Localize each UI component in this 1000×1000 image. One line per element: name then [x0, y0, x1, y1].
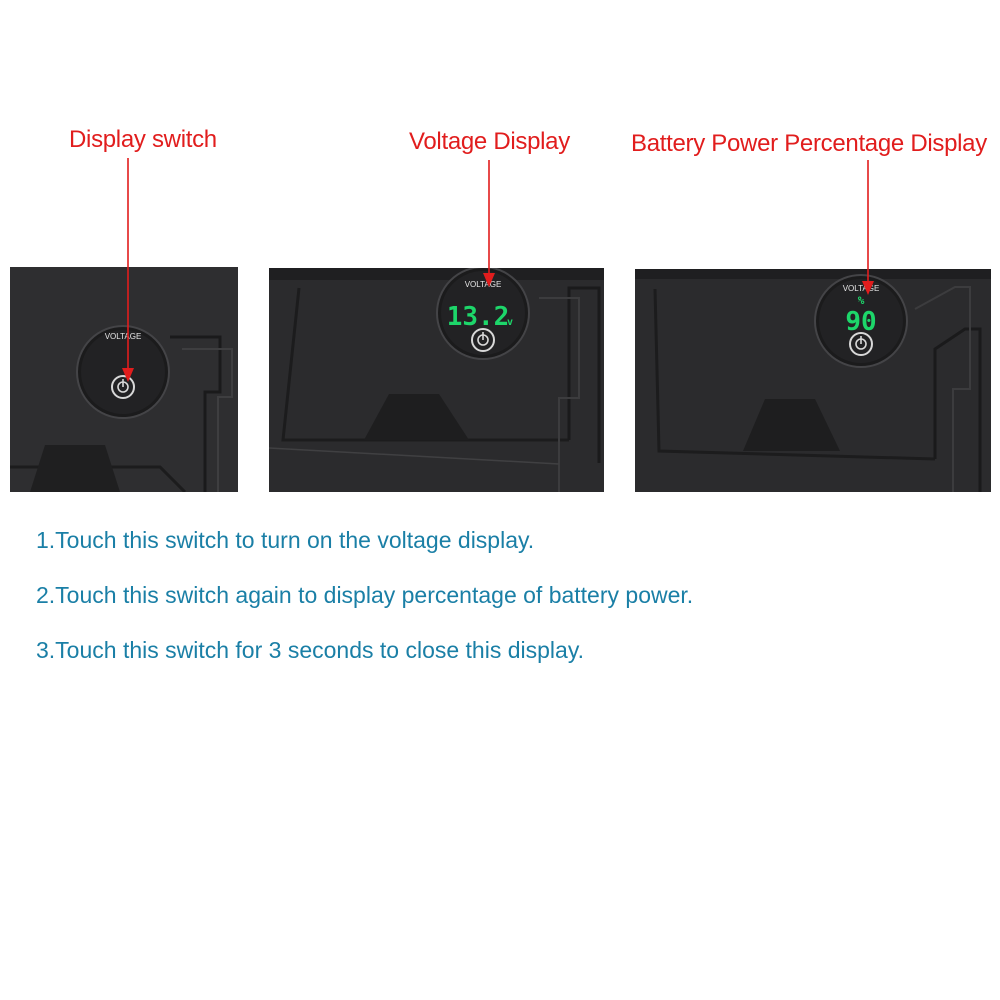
- badge-label: VOLTAGE: [465, 280, 502, 289]
- voltage-unit: v: [507, 317, 513, 328]
- photo-battery-percentage-display: VOLTAGE % 90: [635, 269, 991, 492]
- caption-voltage-display: Voltage Display: [409, 128, 570, 155]
- badge-label: VOLTAGE: [105, 332, 142, 341]
- voltage-badge[interactable]: VOLTAGE 13.2 v: [436, 268, 530, 360]
- photo-voltage-display: VOLTAGE 13.2 v: [269, 268, 604, 492]
- instruction-1: 1.Touch this switch to turn on the volta…: [36, 527, 535, 553]
- percent-symbol: %: [858, 294, 865, 307]
- instruction-2: 2.Touch this switch again to display per…: [36, 582, 694, 608]
- power-icon[interactable]: [849, 332, 873, 356]
- power-icon[interactable]: [471, 328, 495, 352]
- voltage-value: 13.2: [447, 302, 510, 332]
- percentage-badge[interactable]: VOLTAGE % 90: [814, 274, 908, 368]
- badge-label: VOLTAGE: [843, 284, 880, 293]
- instruction-3: 3.Touch this switch for 3 seconds to clo…: [36, 637, 585, 663]
- caption-display-switch: Display switch: [69, 126, 217, 153]
- photo-display-switch: VOLTAGE: [10, 267, 238, 492]
- instructions-list: 1.Touch this switch to turn on the volta…: [36, 525, 693, 690]
- caption-battery-percentage-display: Battery Power Percentage Display: [631, 130, 987, 157]
- switch-badge[interactable]: VOLTAGE: [76, 325, 170, 419]
